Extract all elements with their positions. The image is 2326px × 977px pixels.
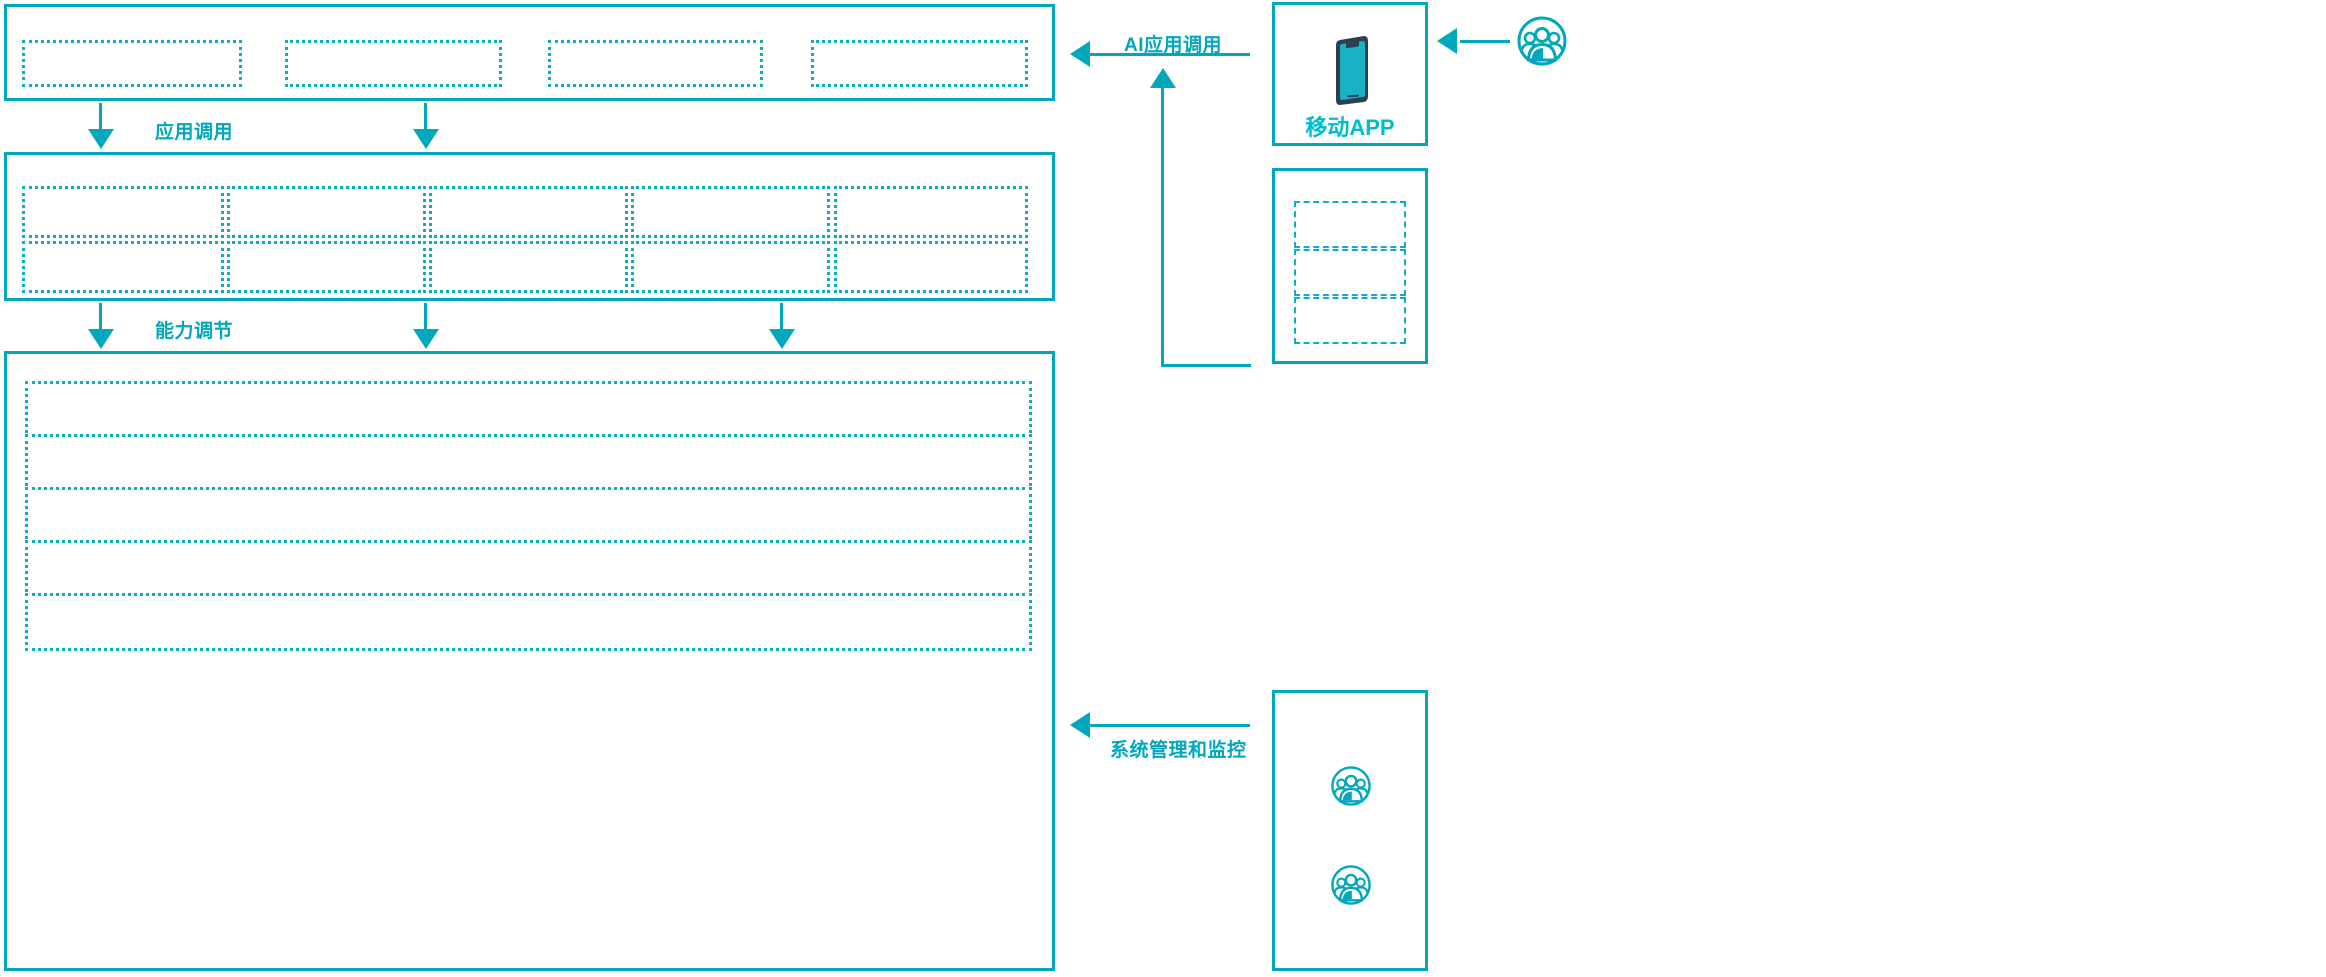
end-user-to-mobile-app-line — [1460, 40, 1510, 43]
ai-app-invoke-label: AI应用调用 — [1124, 35, 1223, 56]
capability-cell-4-bottom[interactable] — [631, 241, 830, 293]
capability-adjust-connector-line-3 — [780, 303, 783, 333]
infrastructure-row-5[interactable] — [25, 593, 1032, 651]
admin-panel[interactable] — [1272, 690, 1428, 971]
ai-app-invoke-vertical-arrow-head — [1150, 68, 1176, 88]
infrastructure-row-2[interactable] — [25, 434, 1032, 492]
capability-cell-4-top[interactable] — [631, 186, 830, 238]
ai-app-invoke-elbow-line — [1161, 364, 1251, 367]
application-layer-cell-4[interactable] — [811, 40, 1028, 87]
capability-cell-3-top[interactable] — [429, 186, 628, 238]
system-manage-monitor-label: 系统管理和监控 — [1110, 740, 1247, 761]
capability-cell-2-bottom[interactable] — [227, 241, 426, 293]
application-layer-cell-3[interactable] — [548, 40, 763, 87]
end-user-group-icon — [1516, 15, 1568, 67]
capability-cell-5-bottom[interactable] — [834, 241, 1028, 293]
capability-adjust-arrow-1 — [88, 329, 114, 349]
channel-panel-cell-2[interactable] — [1294, 249, 1406, 296]
mobile-app-caption: 移动APP — [1305, 115, 1395, 140]
capability-cell-1-bottom[interactable] — [22, 241, 224, 293]
system-manage-monitor-line — [1090, 724, 1250, 727]
application-layer-cell-1[interactable] — [22, 40, 242, 87]
capability-adjust-arrow-2 — [413, 329, 439, 349]
app-invoke-arrow-1 — [88, 129, 114, 149]
app-invoke-connector-line-2 — [424, 103, 427, 133]
admin-user-group-icon-1 — [1330, 765, 1372, 807]
ai-app-invoke-horizontal-line — [1090, 53, 1250, 56]
capability-cell-3-bottom[interactable] — [429, 241, 628, 293]
application-layer-cell-2[interactable] — [285, 40, 502, 87]
app-invoke-connector-line-1 — [99, 103, 102, 133]
app-invoke-label: 应用调用 — [155, 122, 234, 143]
infrastructure-row-4[interactable] — [25, 540, 1032, 598]
infrastructure-row-3[interactable] — [25, 487, 1032, 545]
capability-adjust-connector-line-1 — [99, 303, 102, 333]
ai-app-invoke-arrow-head — [1070, 41, 1090, 67]
channel-panel-cell-3[interactable] — [1294, 297, 1406, 344]
end-user-to-mobile-app-arrow-head — [1437, 28, 1457, 54]
system-manage-monitor-arrow-head — [1070, 712, 1090, 738]
capability-cell-1-top[interactable] — [22, 186, 224, 238]
app-invoke-arrow-2 — [413, 129, 439, 149]
capability-cell-5-top[interactable] — [834, 186, 1028, 238]
capability-adjust-connector-line-2 — [424, 303, 427, 333]
capability-adjust-label: 能力调节 — [155, 321, 234, 342]
capability-adjust-arrow-3 — [769, 329, 795, 349]
ai-app-invoke-vertical-line — [1161, 88, 1164, 366]
capability-cell-2-top[interactable] — [227, 186, 426, 238]
infrastructure-row-1[interactable] — [25, 381, 1032, 439]
mobile-phone-icon — [1330, 32, 1372, 106]
admin-user-group-icon-2 — [1330, 864, 1372, 906]
channel-panel-cell-1[interactable] — [1294, 201, 1406, 248]
